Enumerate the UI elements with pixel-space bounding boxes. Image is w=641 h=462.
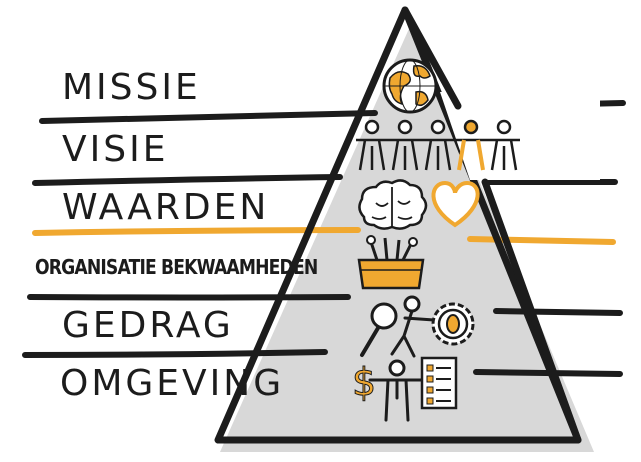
separator-line-3-right <box>467 236 616 245</box>
pyramid-shadow <box>220 22 594 452</box>
level-label-waarden: WAARDEN <box>62 187 270 228</box>
level-label-gedrag: GEDRAG <box>62 305 234 346</box>
separator-line-4-left <box>27 294 351 301</box>
toolbox-icon <box>357 235 425 290</box>
gear-icon <box>431 302 475 346</box>
pyramid-right-edge-lower <box>481 178 582 444</box>
level-label-missie: MISSIE <box>62 67 201 108</box>
person-icon <box>368 359 426 422</box>
brain-icon <box>358 179 428 230</box>
heart-icon <box>431 180 480 228</box>
separator-line-4-right <box>493 308 623 316</box>
person-gear-icon <box>390 295 436 358</box>
checklist-icon <box>420 356 458 410</box>
separator-line-1-left <box>39 110 378 124</box>
level-label-visie: VISIE <box>62 129 169 170</box>
separator-line-2-left <box>32 174 343 186</box>
pyramid-right-edge-upper <box>401 6 462 110</box>
globe-icon <box>382 58 438 114</box>
dollar-icon: $ <box>352 360 377 405</box>
level-label-omgeving: OMGEVING <box>60 363 285 404</box>
svg-text:$: $ <box>352 360 376 404</box>
separator-line-5-left <box>22 349 328 358</box>
people-chain-icon <box>356 119 520 171</box>
separator-line-3-left <box>32 227 361 236</box>
level-label-organisatie-bekwaamheden: ORGANISATIE BEKWAAMHEDEN <box>35 255 318 279</box>
magnifier-icon <box>360 302 398 357</box>
pyramid-outline <box>214 6 582 444</box>
